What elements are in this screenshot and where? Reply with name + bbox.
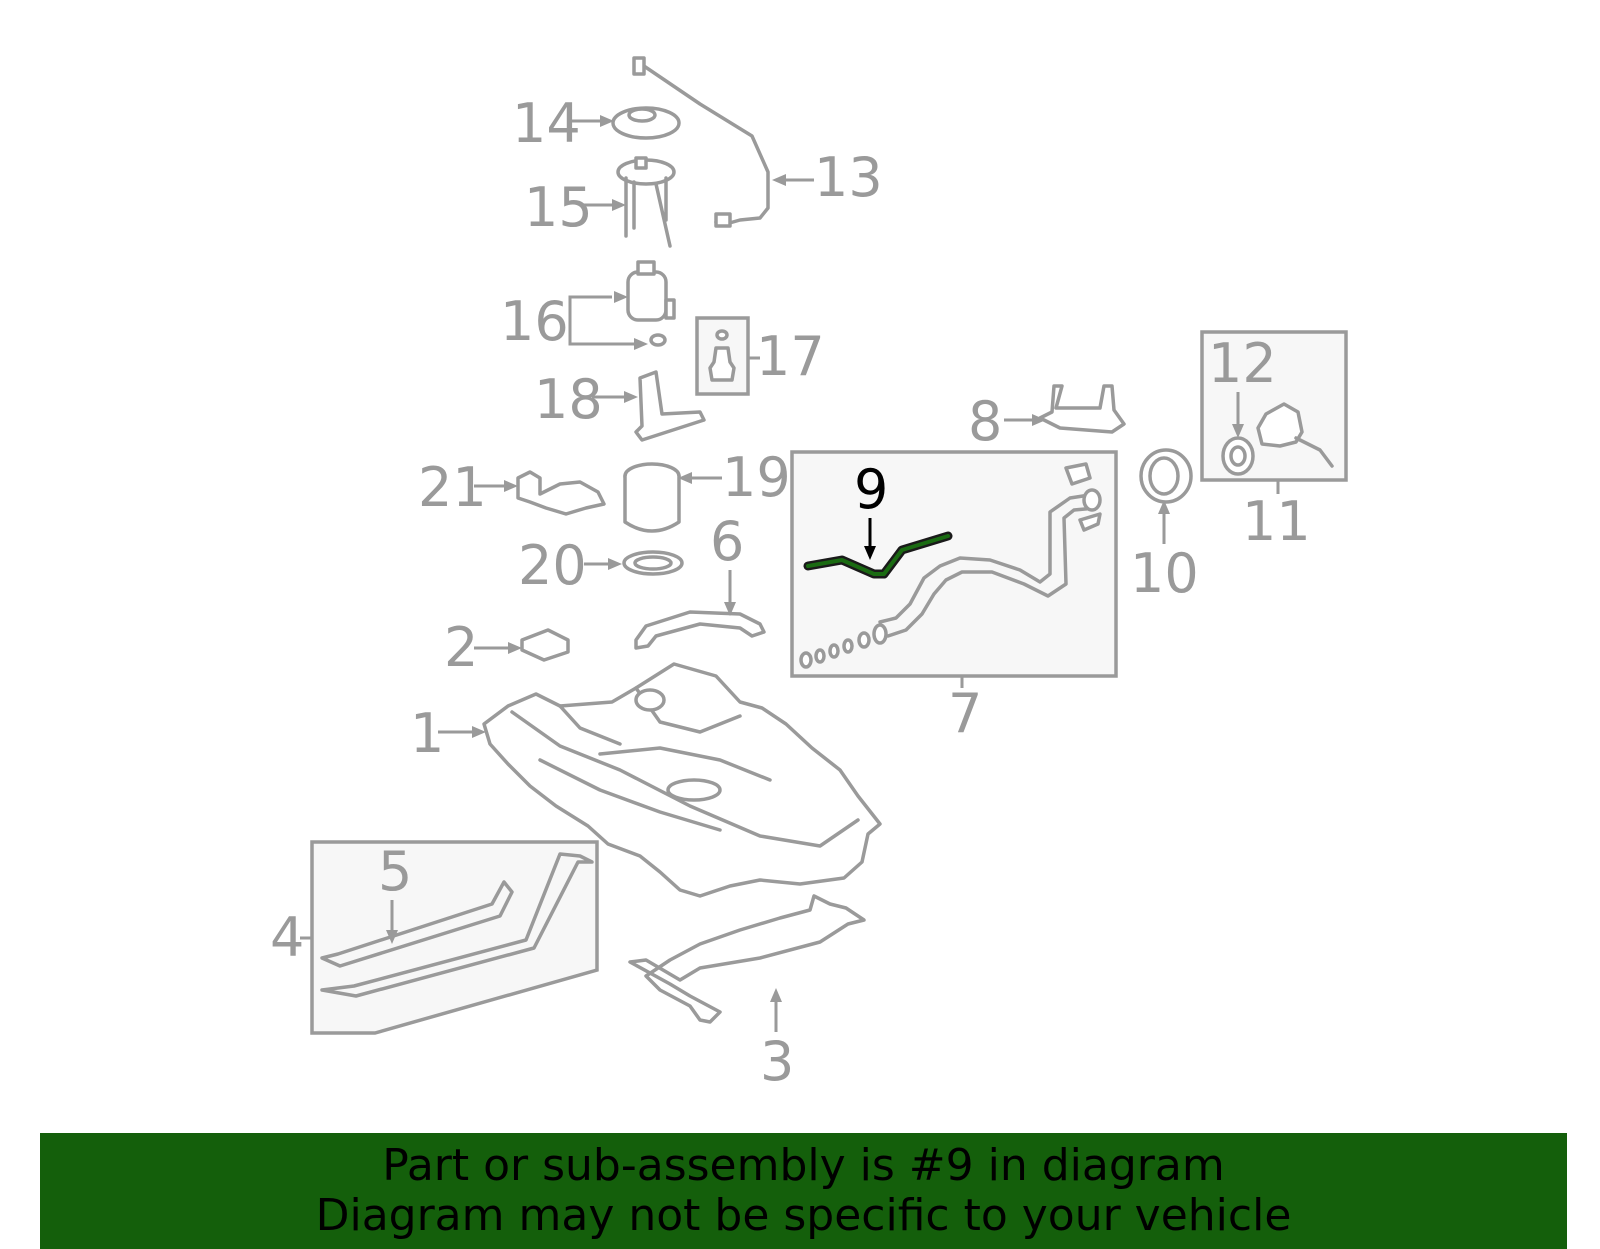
callout-20: 20: [518, 534, 587, 597]
callout-18: 18: [534, 368, 603, 431]
part-7-grommets: [799, 623, 888, 669]
part-6-vent-tube[interactable]: [634, 610, 766, 650]
part-17-regulator-cap: [715, 329, 729, 341]
part-8-bracket[interactable]: [1038, 384, 1126, 434]
part-7-filler-pipe[interactable]: [878, 492, 1098, 624]
callout-13: 13: [814, 146, 883, 209]
part-21-clip[interactable]: [516, 470, 606, 516]
part-4-strap[interactable]: [320, 852, 594, 998]
callout-9: 9: [854, 458, 888, 521]
part-18-bracket[interactable]: [634, 370, 706, 442]
part-17-regulator[interactable]: [708, 346, 736, 382]
part-1-tank-pump-port: [666, 778, 722, 802]
callout-6: 6: [710, 510, 744, 573]
part-10-housing-inner: [1148, 456, 1180, 496]
part-5-strap[interactable]: [320, 880, 514, 968]
part-11-cap-tether: [1294, 436, 1334, 468]
callout-5: 5: [378, 840, 412, 903]
callout-21: 21: [418, 456, 487, 519]
part-16-pump-top: [636, 260, 656, 276]
part-13-wire-harness[interactable]: [636, 60, 770, 226]
part-16-pump-outlet: [664, 298, 676, 320]
part-15-plug: [634, 156, 648, 170]
part-11-fuel-cap[interactable]: [1256, 402, 1304, 448]
part-9-breather-hose-core: [806, 534, 950, 576]
part-19-cup-body[interactable]: [623, 474, 681, 533]
part-16-pump-body[interactable]: [626, 270, 668, 322]
part-13-connector-top[interactable]: [632, 56, 646, 76]
callout-8: 8: [968, 390, 1002, 453]
callout-2: 2: [444, 616, 478, 679]
part-1-tank-ridges: [510, 686, 860, 848]
part-16-o-ring[interactable]: [649, 333, 667, 347]
callout-16: 16: [500, 290, 569, 353]
part-13-connector-bottom[interactable]: [714, 212, 732, 228]
callout-11: 11: [1242, 490, 1311, 553]
banner-line-part: Part or sub-assembly is #9 in diagram: [382, 1140, 1225, 1191]
callout-17: 17: [756, 325, 825, 388]
part-7-filler-neck: [1082, 488, 1102, 512]
callout-3: 3: [760, 1030, 794, 1093]
part-1-tank-dome: [634, 688, 666, 712]
group-box-4: [310, 840, 599, 1035]
part-7-filler-pipe-outer: [886, 506, 1098, 638]
callout-14: 14: [512, 92, 581, 155]
part-3-heat-shield[interactable]: [628, 894, 866, 1024]
part-20-ring-inner: [633, 555, 673, 571]
part-2-pad[interactable]: [520, 628, 570, 662]
callout-12: 12: [1208, 332, 1277, 395]
callout-19: 19: [722, 446, 791, 509]
part-7-clip: [1078, 512, 1102, 532]
callout-7: 7: [948, 682, 982, 745]
callout-1: 1: [410, 702, 444, 765]
callout-15: 15: [524, 176, 593, 239]
leader-lines: [300, 115, 1280, 1032]
part-7-clamp: [1064, 462, 1092, 486]
callout-4: 4: [270, 906, 304, 969]
info-banner: Part or sub-assembly is #9 in diagram Di…: [40, 1133, 1567, 1249]
banner-line-disclaimer: Diagram may not be specific to your vehi…: [315, 1190, 1292, 1241]
part-14-gasket-inner: [627, 107, 657, 123]
part-15-pump-bracket-legs[interactable]: [624, 176, 672, 248]
callout-10: 10: [1130, 542, 1199, 605]
part-12-gasket-inner: [1229, 445, 1247, 467]
